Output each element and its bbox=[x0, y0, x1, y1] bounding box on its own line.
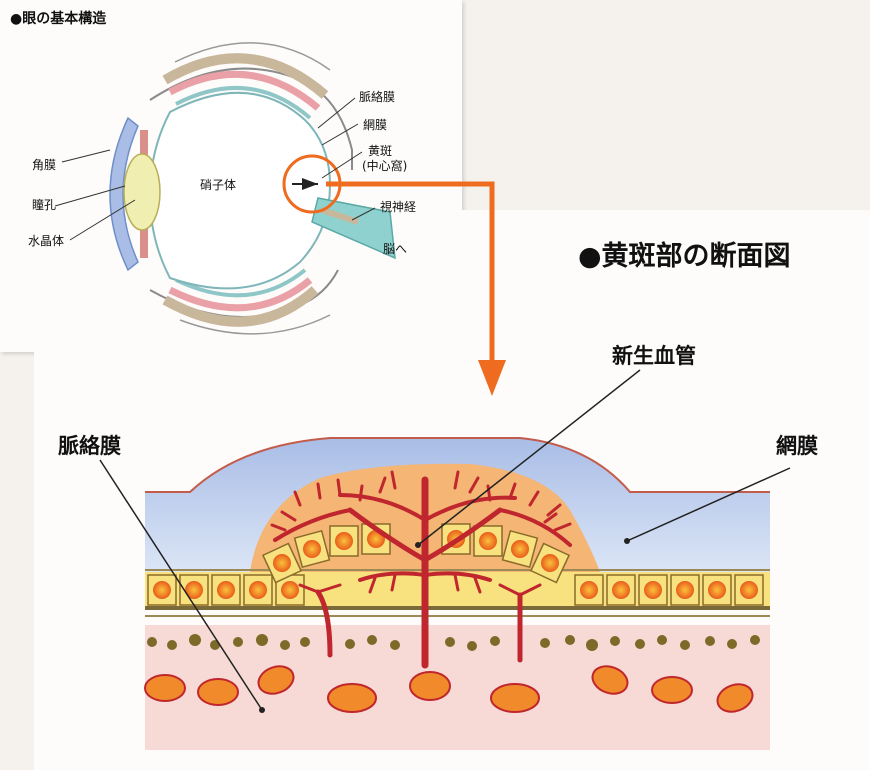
label-retina-bottom: 網膜 bbox=[776, 434, 818, 458]
pointer-arrow bbox=[326, 181, 506, 396]
cornea bbox=[109, 116, 139, 272]
eye-diagram bbox=[54, 42, 396, 335]
label-optic-nerve: 視神経 bbox=[380, 200, 417, 214]
label-fovea-top: (中心窩) bbox=[362, 159, 408, 173]
cross-section-diagram bbox=[99, 369, 791, 750]
label-lens: 水晶体 bbox=[28, 234, 65, 248]
label-macula-top: 黄斑 bbox=[368, 144, 393, 158]
cross-section-title: ●黄斑部の断面図 bbox=[578, 241, 791, 272]
label-retina-top: 網膜 bbox=[363, 118, 388, 132]
label-cornea: 角膜 bbox=[32, 158, 57, 172]
new-blood-vessels bbox=[270, 470, 572, 669]
choroid-blood-cells bbox=[144, 665, 754, 713]
label-vitreous: 硝子体 bbox=[200, 178, 237, 192]
label-choroid-bottom: 脈絡膜 bbox=[58, 434, 121, 458]
choroid-pigment-dots bbox=[147, 634, 760, 651]
vitreous-body bbox=[148, 91, 332, 290]
label-pupil: 瞳孔 bbox=[32, 198, 57, 212]
eye-structure-title: ●眼の基本構造 bbox=[10, 11, 107, 27]
label-neovascular: 新生血管 bbox=[612, 344, 696, 368]
label-to-brain: 脳へ bbox=[383, 242, 408, 256]
lens bbox=[123, 153, 161, 231]
label-choroid-top: 脈絡膜 bbox=[359, 90, 396, 104]
